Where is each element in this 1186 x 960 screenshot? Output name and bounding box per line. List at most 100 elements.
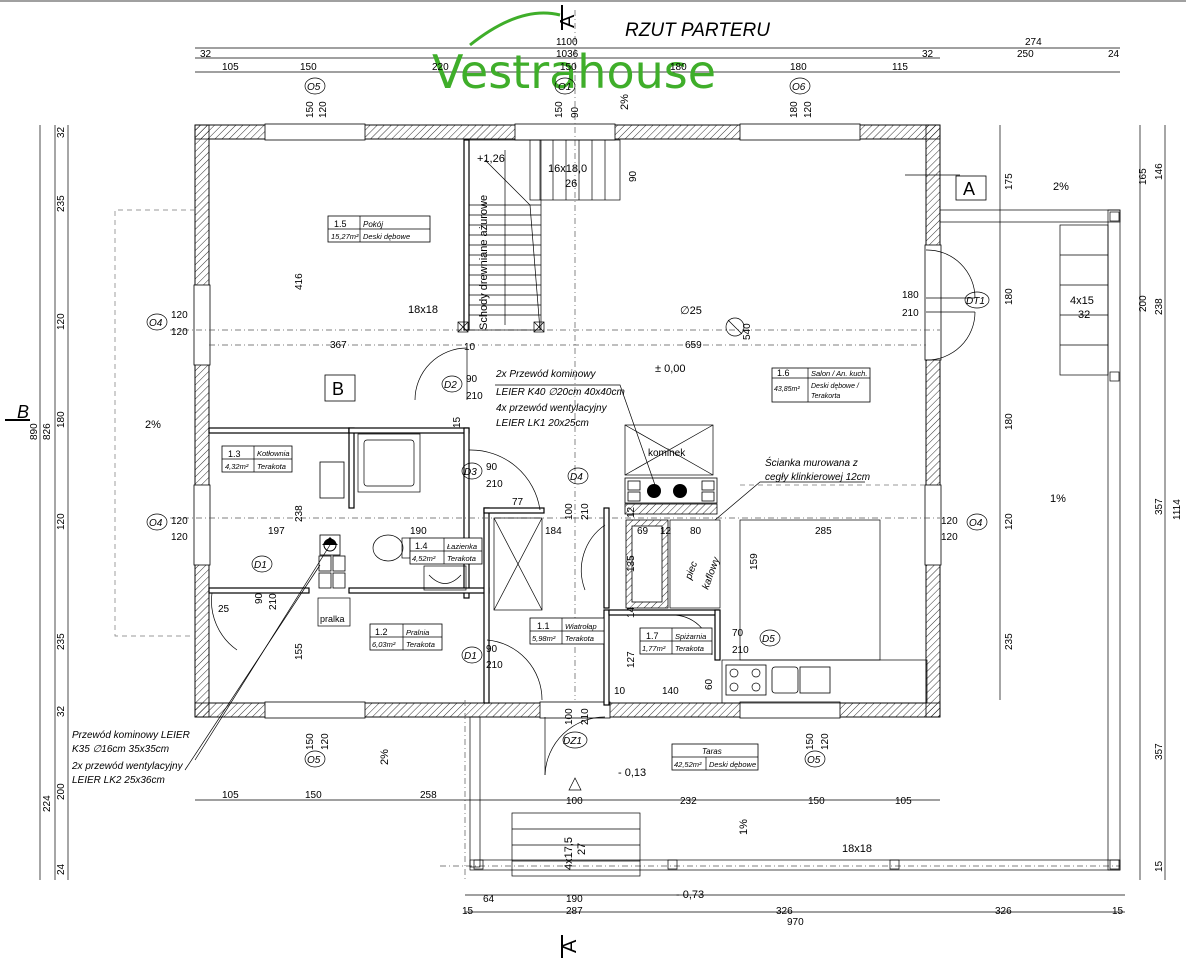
- svg-text:120: 120: [56, 313, 67, 330]
- svg-text:D5: D5: [762, 634, 775, 645]
- svg-text:367: 367: [330, 340, 347, 351]
- svg-text:120: 120: [171, 327, 188, 338]
- exterior-walls: [193, 123, 942, 719]
- svg-text:D2: D2: [444, 380, 457, 391]
- svg-text:200: 200: [1138, 295, 1149, 312]
- svg-text:Kotłownia: Kotłownia: [257, 449, 290, 458]
- svg-text:150: 150: [560, 62, 577, 73]
- svg-text:120: 120: [56, 513, 67, 530]
- svg-text:Terakorta: Terakorta: [811, 393, 840, 400]
- svg-text:135: 135: [626, 555, 637, 572]
- eave-outlines: [114, 209, 926, 637]
- entry-stairs-count: 27: [576, 843, 588, 855]
- svg-text:150: 150: [305, 733, 316, 750]
- svg-text:90: 90: [466, 374, 478, 385]
- svg-text:190: 190: [566, 894, 583, 905]
- svg-text:Terakota: Terakota: [447, 554, 476, 563]
- svg-text:O5: O5: [307, 82, 321, 93]
- room-label-taras: Taras 42,52m² Deski dębowe: [671, 743, 759, 771]
- svg-text:14: 14: [626, 606, 637, 618]
- slope-left: 2%: [145, 419, 161, 431]
- svg-text:K35 ∅16cm 35x35cm: K35 ∅16cm 35x35cm: [72, 744, 169, 755]
- svg-text:32: 32: [56, 705, 67, 717]
- svg-text:175: 175: [1004, 173, 1015, 190]
- dims-inner: 367 659 197 190 184 285 77 69 12 80 10 1…: [218, 170, 832, 697]
- svg-text:180: 180: [902, 290, 919, 301]
- svg-text:274: 274: [1025, 37, 1042, 48]
- svg-text:2x Przewód kominowy: 2x Przewód kominowy: [495, 369, 596, 380]
- terrace-stairs-spec: 4x15: [1070, 295, 1094, 307]
- svg-text:42,52m²: 42,52m²: [674, 760, 702, 769]
- svg-text:146: 146: [1154, 163, 1165, 180]
- svg-text:64: 64: [483, 894, 495, 905]
- svg-text:90: 90: [486, 644, 498, 655]
- svg-text:120: 120: [318, 101, 329, 118]
- svg-text:Przewód kominowy LEIER: Przewód kominowy LEIER: [72, 730, 190, 741]
- stairs-spec: 16x18,0: [548, 163, 587, 175]
- svg-text:210: 210: [902, 308, 919, 319]
- svg-text:Wiatrołap: Wiatrołap: [565, 622, 597, 631]
- svg-text:4,52m²: 4,52m²: [412, 554, 436, 563]
- svg-text:232: 232: [680, 796, 697, 807]
- svg-text:1.3: 1.3: [228, 449, 241, 459]
- svg-text:190: 190: [410, 526, 427, 537]
- svg-text:120: 120: [171, 516, 188, 527]
- svg-text:416: 416: [294, 273, 305, 290]
- main-staircase: [468, 139, 621, 333]
- svg-text:LEIER K40 ∅20cm 40x40cm: LEIER K40 ∅20cm 40x40cm: [496, 387, 625, 398]
- svg-text:120: 120: [320, 733, 331, 750]
- room-label-pralnia: 1.2 Pralnia 6,03m² Terakota: [369, 623, 443, 651]
- callout-a: A: [963, 179, 975, 199]
- svg-text:235: 235: [1004, 633, 1015, 650]
- svg-text:258: 258: [420, 790, 437, 801]
- room-label-kotlownia: 1.3 Kotłownia 4,32m² Terakota: [221, 445, 293, 473]
- svg-text:DT1: DT1: [966, 296, 985, 307]
- svg-text:15: 15: [1154, 860, 1165, 872]
- level-terrace: - 0,13: [618, 767, 646, 779]
- stairs-level: +1,26: [477, 153, 505, 165]
- label-column-terrace: 18x18: [842, 843, 872, 855]
- svg-text:120: 120: [171, 532, 188, 543]
- svg-text:D1: D1: [464, 651, 477, 662]
- svg-text:90: 90: [486, 462, 498, 473]
- interior-walls: [208, 139, 721, 706]
- svg-text:326: 326: [776, 906, 793, 917]
- stairs-count: 26: [565, 178, 577, 190]
- svg-text:1100: 1100: [556, 37, 578, 48]
- svg-text:210: 210: [466, 391, 483, 402]
- svg-text:Pralnia: Pralnia: [406, 628, 429, 637]
- svg-text:25: 25: [218, 604, 230, 615]
- fireplace: [624, 424, 718, 515]
- opening-tags: O5 O1 O6 O4 O4 O4 O5 O5 D1 D1 D2 D3 D4 D…: [146, 77, 990, 768]
- svg-text:150: 150: [300, 62, 317, 73]
- svg-text:180: 180: [790, 62, 807, 73]
- bathroom-fixtures: [317, 433, 467, 627]
- note-chimney: 2x Przewód kominowy LEIER K40 ∅20cm 40x4…: [495, 369, 625, 429]
- svg-text:Spiżarnia: Spiżarnia: [675, 632, 706, 641]
- svg-text:LEIER LK1 20x25cm: LEIER LK1 20x25cm: [496, 418, 589, 429]
- svg-text:285: 285: [815, 526, 832, 537]
- svg-text:Łazienka: Łazienka: [447, 542, 477, 551]
- svg-text:90: 90: [570, 106, 581, 118]
- svg-text:LEIER LK2 25x36cm: LEIER LK2 25x36cm: [72, 775, 165, 786]
- svg-text:210: 210: [580, 708, 591, 725]
- svg-text:1114: 1114: [1172, 499, 1183, 520]
- svg-text:184: 184: [545, 526, 562, 537]
- note-brick-wall: Ścianka murowana z cegły klinkierowej 12…: [765, 456, 870, 483]
- svg-text:1,77m²: 1,77m²: [642, 644, 666, 653]
- vestibule-cabinets: [493, 517, 543, 611]
- svg-text:127: 127: [626, 651, 637, 668]
- plan-title: RZUT PARTERU: [625, 20, 770, 41]
- svg-text:120: 120: [171, 310, 188, 321]
- svg-text:2x przewód wentylacyjny: 2x przewód wentylacyjny: [71, 761, 184, 772]
- svg-text:235: 235: [56, 633, 67, 650]
- watermark-swoosh: [469, 11, 561, 47]
- stairs-label: Schody drewniane ażurowe: [478, 195, 490, 330]
- svg-text:970: 970: [787, 917, 804, 928]
- label-piec: piec: [683, 560, 700, 582]
- level-ground: ± 0,00: [655, 363, 686, 375]
- svg-text:10: 10: [464, 342, 476, 353]
- slope-top: 2%: [619, 94, 631, 110]
- svg-text:cegły klinkierowej 12cm: cegły klinkierowej 12cm: [765, 472, 870, 483]
